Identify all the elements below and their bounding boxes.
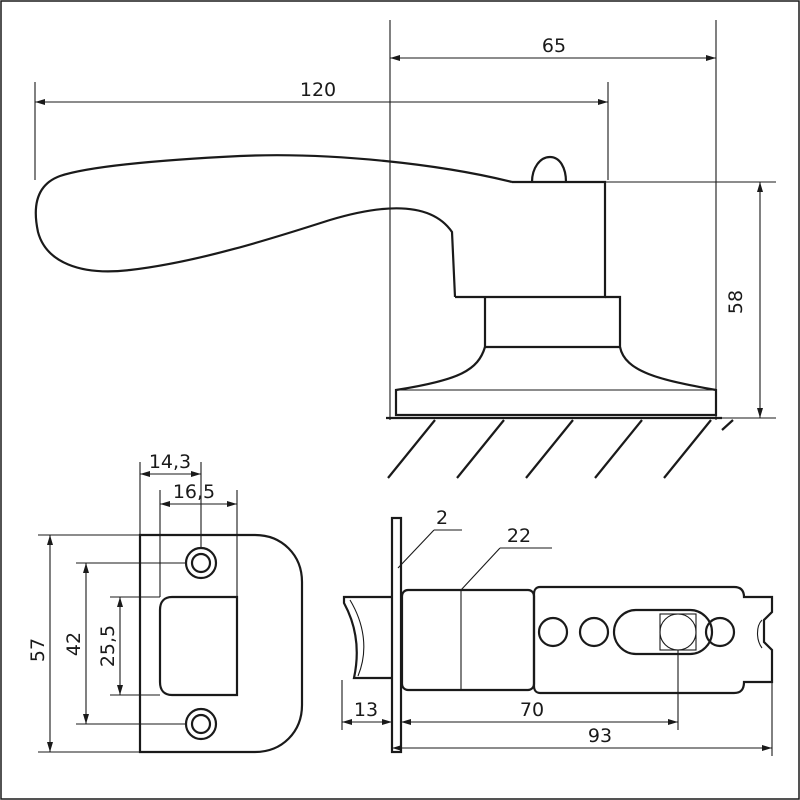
lever-hub (455, 180, 607, 299)
dim-label-16-5: 16,5 (173, 481, 215, 503)
lever-arm (34, 154, 513, 298)
dim-label-25-5: 25,5 (97, 625, 119, 667)
dimension-22: 22 (460, 525, 552, 591)
dimension-25-5: 25,5 (97, 596, 160, 696)
screw-hole-top (184, 546, 218, 580)
dimension-58: 58 (605, 181, 776, 419)
screw-hole-bottom (184, 707, 218, 741)
dim-label-42: 42 (63, 632, 85, 656)
rear-hole-3 (704, 616, 736, 648)
rear-hole-1 (537, 616, 569, 648)
dim-label-14-3: 14,3 (149, 451, 191, 473)
dim-label-2: 2 (436, 507, 448, 529)
spindle-slot (612, 608, 714, 656)
dim-label-65: 65 (542, 35, 566, 57)
dim-label-58: 58 (725, 290, 747, 314)
door-hatching (387, 419, 734, 479)
dim-label-120: 120 (300, 79, 336, 101)
rear-hole-2 (578, 616, 610, 648)
set-screw (530, 155, 568, 183)
strike-plate-outline (138, 533, 304, 754)
dim-label-93: 93 (588, 725, 612, 747)
dim-label-22: 22 (507, 525, 531, 547)
strike-plate-view: 14,3 16,5 57 42 25,5 (27, 451, 304, 754)
dimension-65: 65 (390, 35, 716, 61)
handle-neck (483, 295, 622, 349)
dim-label-70: 70 (520, 699, 544, 721)
dim-label-57: 57 (27, 638, 49, 662)
dimension-70: 70 (401, 650, 679, 730)
latch-bolt (342, 595, 392, 680)
dimension-120: 120 (34, 79, 609, 180)
dimension-93: 93 (392, 682, 773, 756)
dimension-16-5: 16,5 (159, 481, 238, 597)
lever-handle-view: 65 120 58 (34, 20, 776, 479)
strike-opening (158, 595, 239, 697)
dimension-2: 2 (397, 507, 462, 569)
dimension-57: 57 (27, 534, 140, 753)
dim-label-13: 13 (354, 699, 378, 721)
rose-plate (394, 346, 718, 417)
latch-front-case (400, 588, 536, 692)
latch-view: 2 22 13 70 93 (341, 507, 774, 756)
dimension-42: 42 (63, 562, 186, 725)
latch-faceplate (390, 516, 403, 754)
dimension-13: 13 (341, 680, 392, 730)
latch-rear-case (532, 585, 774, 695)
